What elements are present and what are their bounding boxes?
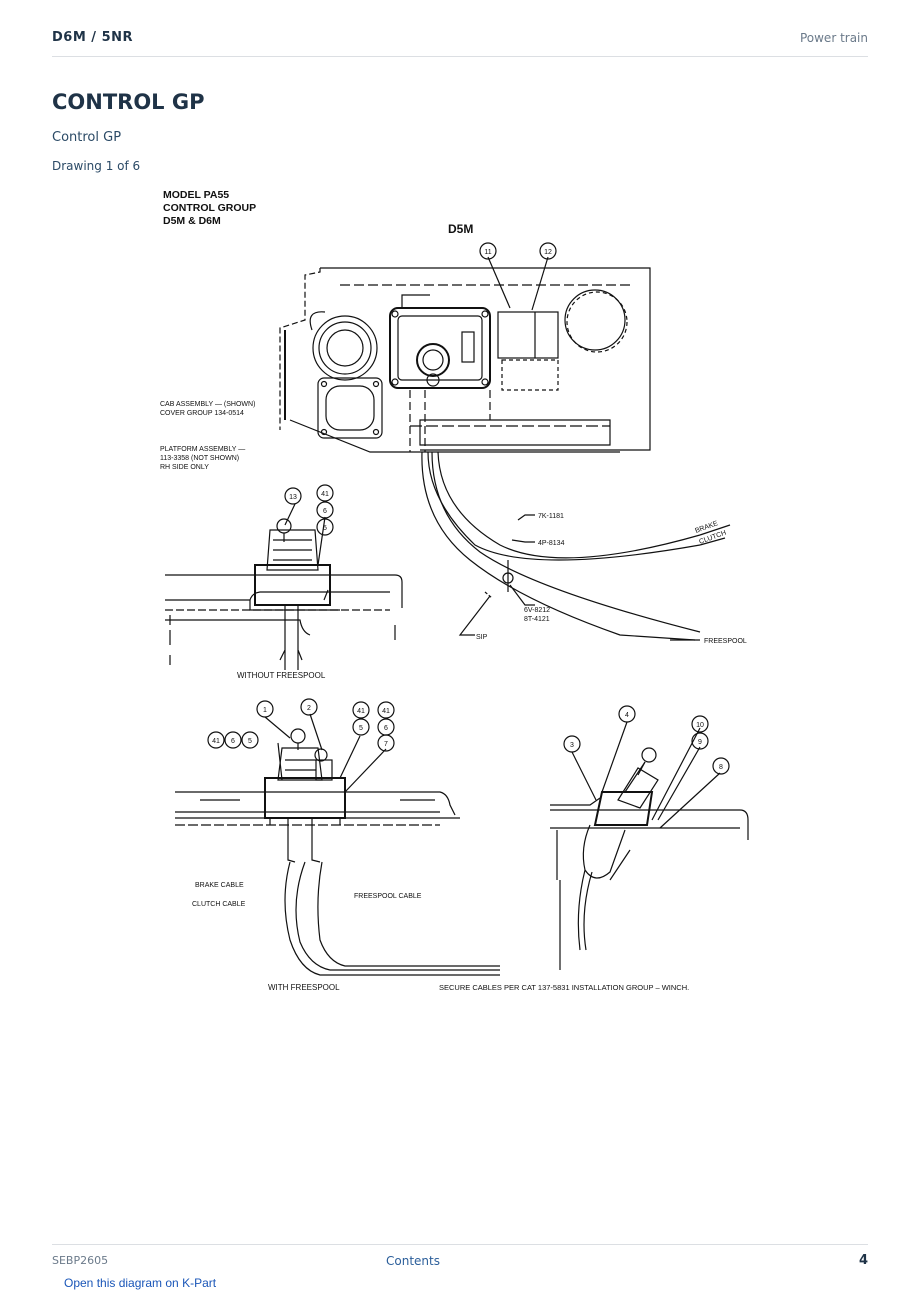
label-7k-1181: 7K-1181 xyxy=(538,513,564,520)
section-label: Power train xyxy=(799,31,868,45)
callout-41: 41 xyxy=(357,708,365,715)
label-8t-4121: 8T-4121 xyxy=(524,616,550,623)
label-clutch-cable: CLUTCH CABLE xyxy=(192,901,246,908)
document-id: SEBP2605 xyxy=(52,1254,109,1267)
drawing-number: Drawing 1 of 6 xyxy=(52,159,141,173)
caption-without-freespool: WITHOUT FREESPOOL xyxy=(237,671,326,680)
callout-9: 9 xyxy=(698,739,702,746)
label-freespool-cable: FREESPOOL CABLE xyxy=(354,893,422,900)
label-freespool: FREESPOOL xyxy=(704,638,747,645)
callout-4: 4 xyxy=(625,712,629,719)
callout-12: 12 xyxy=(544,249,552,256)
kpart-diagram-link[interactable]: Open this diagram on K-Part xyxy=(64,1276,217,1290)
machine-label: D5M xyxy=(448,222,473,236)
callout-13: 13 xyxy=(289,494,297,501)
note-plat-1: PLATFORM ASSEMBLY — xyxy=(160,446,245,453)
callout-41: 41 xyxy=(382,708,390,715)
label-6v-8212: 6V-8212 xyxy=(524,607,550,614)
label-sip: SIP xyxy=(476,634,488,641)
contents-link[interactable]: Contents xyxy=(386,1254,440,1268)
callout-3: 3 xyxy=(570,742,574,749)
heading-line-1: MODEL PA55 xyxy=(163,189,229,201)
callout-2: 2 xyxy=(307,705,311,712)
heading-line-3: D5M & D6M xyxy=(163,215,221,227)
diagram-drawing: MODEL PA55 CONTROL GROUP D5M & D6M D5M C… xyxy=(160,189,749,992)
page-footer: SEBP2605 Contents 4 xyxy=(52,1244,868,1275)
heading-line-2: CONTROL GROUP xyxy=(163,202,256,214)
note-cab-1: CAB ASSEMBLY — (SHOWN) xyxy=(160,401,255,408)
callout-41: 41 xyxy=(212,738,220,745)
callout-10: 10 xyxy=(696,722,704,729)
callout-5: 5 xyxy=(248,738,252,745)
callout-8: 8 xyxy=(719,764,723,771)
note-cab-2: COVER GROUP 134-0514 xyxy=(160,410,244,417)
callout-6: 6 xyxy=(384,725,388,732)
caption-secure-cables: SECURE CABLES PER CAT 137-5831 INSTALLAT… xyxy=(439,983,689,992)
label-brake-cable: BRAKE CABLE xyxy=(195,882,244,889)
callout-7: 7 xyxy=(384,741,388,748)
callout-1: 1 xyxy=(263,707,267,714)
page-header: D6M / 5NR Power train xyxy=(52,28,868,57)
label-4p-8134: 4P-8134 xyxy=(538,540,565,547)
callout-5: 5 xyxy=(359,725,363,732)
page-subtitle: Control GP xyxy=(52,130,122,145)
page-number: 4 xyxy=(858,1253,868,1268)
model-label: D6M / 5NR xyxy=(52,30,134,45)
page-title: CONTROL GP xyxy=(52,90,205,114)
caption-with-freespool: WITH FREESPOOL xyxy=(268,983,340,992)
note-plat-3: RH SIDE ONLY xyxy=(160,464,209,471)
callout-5: 5 xyxy=(323,525,327,532)
note-plat-2: 113-3358 (NOT SHOWN) xyxy=(160,455,239,462)
callout-6: 6 xyxy=(231,738,235,745)
callout-11: 11 xyxy=(484,249,491,256)
callout-6: 6 xyxy=(323,508,327,515)
callout-41: 41 xyxy=(321,491,329,498)
control-group-diagram: MODEL PA55 CONTROL GROUP D5M & D6M D5M C… xyxy=(140,180,780,1005)
